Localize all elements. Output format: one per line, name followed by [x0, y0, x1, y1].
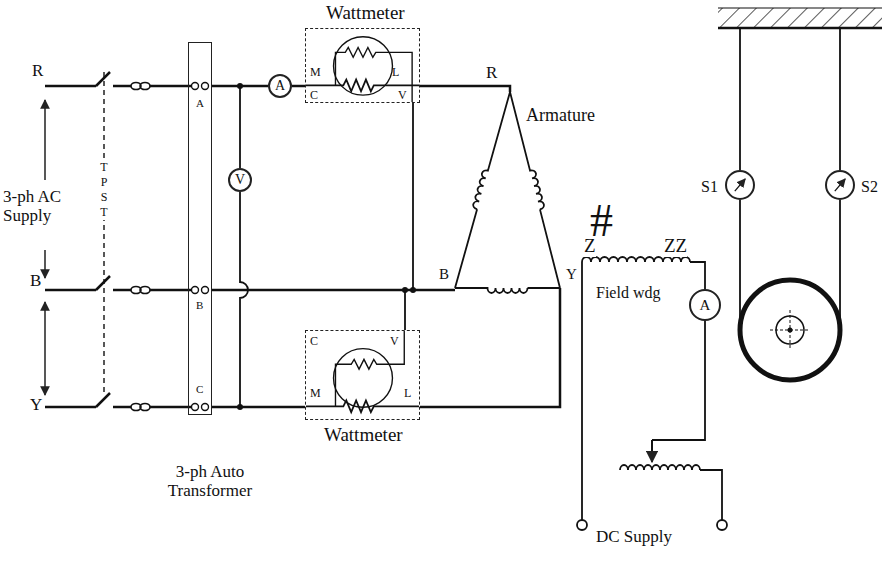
field-circuit: [577, 257, 727, 530]
wattmeter-box: CVMLWattmeter: [305, 330, 420, 420]
terminal-label: L: [392, 66, 399, 79]
supply-voltage-arrows: [44, 100, 45, 395]
field-winding-label: Field wdg: [596, 284, 660, 302]
terminal-label: L: [404, 387, 411, 400]
terminal-label: V: [235, 172, 245, 187]
terminal-label: M: [310, 66, 321, 79]
terminal-label: A: [275, 78, 285, 93]
fuses: [131, 83, 150, 411]
terminal-label: R: [486, 64, 497, 83]
junction-dots: [237, 83, 416, 410]
phase-label: Y: [30, 396, 42, 415]
armature-label: Armature: [526, 106, 595, 126]
supply-lines: [45, 72, 192, 407]
dc-supply-label: DC Supply: [596, 528, 672, 547]
terminal-label: M: [310, 387, 321, 400]
terminal-label: S2: [861, 178, 878, 196]
load-wires: [212, 86, 560, 407]
wattmeter-heading: Wattmeter: [326, 3, 405, 24]
autotransformer-terminals: [192, 83, 209, 411]
terminal-label: Y: [566, 266, 577, 283]
terminal-label: ZZ: [664, 236, 687, 257]
supply-label: 3-ph AC Supply: [3, 188, 65, 225]
wire-connector: [212, 85, 268, 88]
wattmeter-box: WattmeterMLCV: [305, 28, 420, 103]
wattmeter-heading: Wattmeter: [324, 425, 403, 446]
voltmeter-symbol: V: [228, 168, 252, 192]
terminal-label: B: [196, 299, 203, 311]
terminal-label: C: [196, 383, 203, 395]
terminal-label: C: [310, 89, 318, 102]
terminal-label: B: [439, 266, 449, 283]
terminal-label: C: [310, 335, 318, 348]
terminal-label: A: [196, 97, 204, 109]
terminal-label: V: [390, 335, 399, 348]
brake-drum-test-rig: [718, 8, 882, 380]
terminal-label: A: [700, 297, 711, 314]
autotransformer-box: ABC3-ph Auto Transformer: [188, 42, 212, 415]
phase-label: R: [32, 62, 43, 81]
terminal-label: Z: [584, 236, 596, 257]
phase-label: B: [30, 272, 41, 291]
ammeter-symbol: A: [268, 74, 292, 98]
terminal-label: 3-ph Auto Transformer: [155, 463, 265, 500]
spring-balance: S1: [725, 170, 755, 200]
terminal-label: V: [398, 89, 407, 102]
switch-label: T P S T: [99, 160, 109, 220]
terminal-label: S1: [701, 178, 718, 196]
wire-connector: [292, 85, 305, 88]
tpst-link: [103, 72, 104, 395]
spring-balance: S2: [825, 170, 855, 200]
field-ammeter-symbol: A: [689, 289, 721, 321]
wire-connector: [212, 406, 305, 409]
